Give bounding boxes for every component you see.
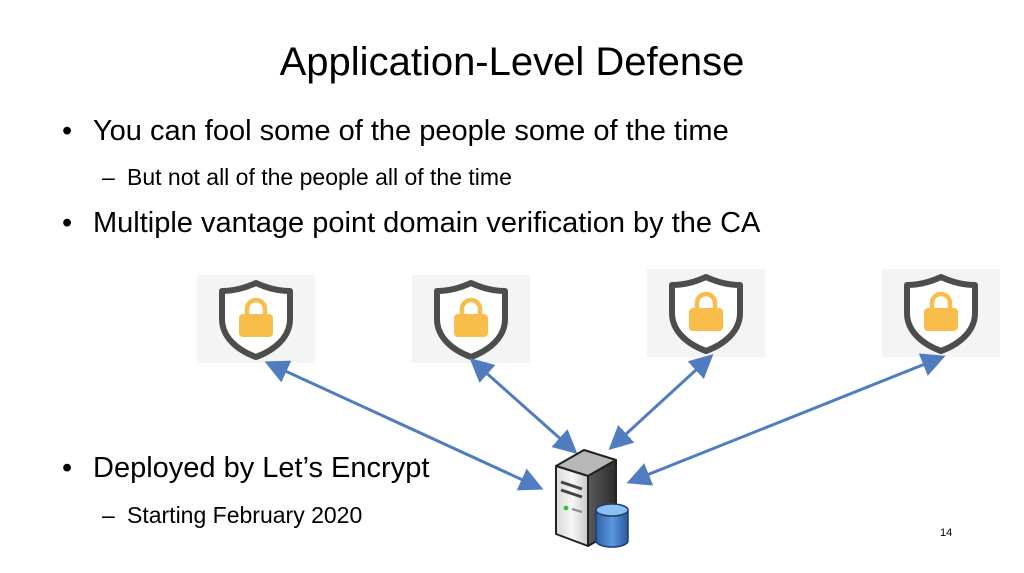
sub-bullet-2: –Starting February 2020 bbox=[102, 501, 362, 529]
sub-bullet-text: But not all of the people all of the tim… bbox=[127, 164, 512, 190]
arrow-4 bbox=[626, 353, 946, 486]
slide-title: Application-Level Defense bbox=[279, 40, 745, 84]
bullet-2: • Multiple vantage point domain verificat… bbox=[62, 206, 760, 240]
bullet-marker: • bbox=[62, 452, 73, 484]
sub-bullet-marker: – bbox=[102, 164, 115, 190]
sub-bullet-marker: – bbox=[102, 502, 115, 528]
shield-lock-icon bbox=[219, 280, 293, 360]
bullet-marker: • bbox=[62, 207, 73, 239]
shield-lock-icon bbox=[434, 280, 508, 360]
vantage-point-4 bbox=[882, 269, 1000, 357]
vantage-point-3 bbox=[647, 269, 765, 357]
shield-lock-icon bbox=[669, 274, 743, 354]
shield-lock-icon bbox=[904, 274, 978, 354]
bullet-text: Multiple vantage point domain verificati… bbox=[93, 207, 761, 239]
vantage-point-2 bbox=[412, 275, 530, 363]
page-number: 14 bbox=[940, 527, 953, 539]
sub-bullet-text: Starting February 2020 bbox=[127, 502, 363, 528]
sub-bullet-1: –But not all of the people all of the ti… bbox=[102, 163, 512, 191]
vantage-point-1 bbox=[197, 275, 315, 363]
arrow-1 bbox=[264, 360, 544, 491]
arrow-2 bbox=[469, 358, 578, 454]
server-database-icon bbox=[555, 449, 629, 548]
bullet-1: • You can fool some of the people some of… bbox=[62, 114, 729, 148]
bullet-text: You can fool some of the people some of … bbox=[93, 115, 729, 147]
bullet-marker: • bbox=[62, 115, 73, 147]
arrow-3 bbox=[608, 353, 714, 451]
